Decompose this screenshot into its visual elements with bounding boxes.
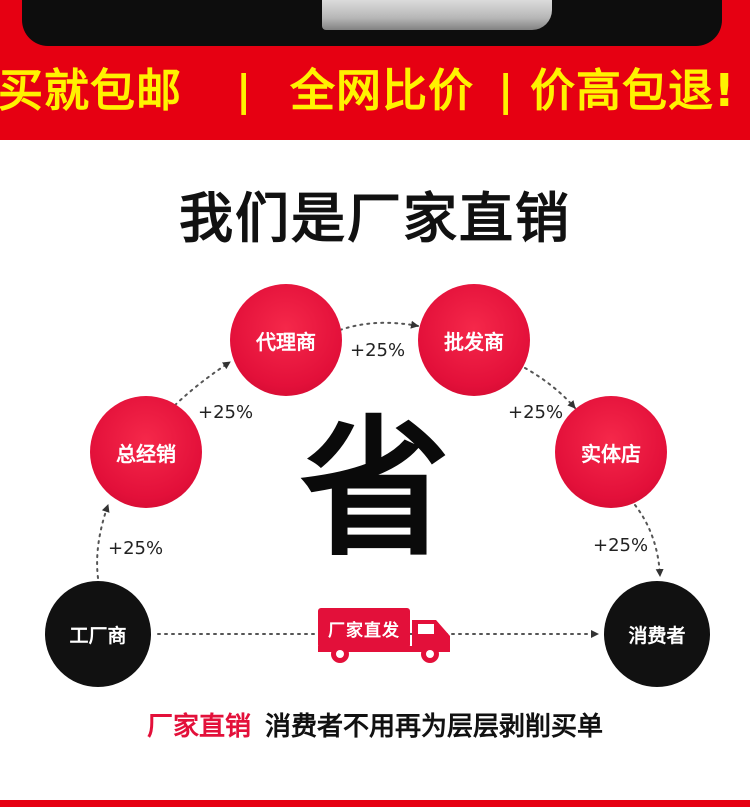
page-title: 我们是厂家直销 (179, 187, 571, 250)
slogan-refund: 价高包退! (530, 64, 736, 117)
markup-label: +25% (508, 402, 564, 423)
arrow-factory-to-distributor (96, 504, 110, 579)
markup-label: +25% (350, 340, 406, 361)
slogan-price-compare: 全网比价 (290, 64, 475, 117)
node-distributor: 总经销 (90, 396, 202, 508)
node-agent: 代理商 (230, 284, 342, 396)
bottom-divider (0, 800, 750, 807)
save-character: 省 (299, 403, 450, 577)
arrow-agent-to-wholesaler (339, 320, 419, 331)
slogan-separator: | (498, 66, 515, 115)
slogan-separator: | (236, 66, 253, 115)
markup-label: +25% (108, 538, 164, 559)
node-consumer: 消费者 (604, 581, 710, 687)
markup-label: +25% (593, 535, 649, 556)
product-photo-strip (22, 0, 722, 46)
plastic-bag-image (322, 0, 552, 30)
node-factory: 工厂商 (45, 581, 151, 687)
truck-label: 厂家直发 (328, 620, 400, 641)
truck-icon (318, 608, 450, 663)
slogan-free-shipping: 买就包邮 (0, 64, 183, 117)
node-store: 实体店 (555, 396, 667, 508)
footer-tagline: 厂家直销消费者不用再为层层剥削买单 (0, 706, 750, 743)
markup-label: +25% (198, 402, 254, 423)
node-wholesaler: 批发商 (418, 284, 530, 396)
arrow-store-to-consumer (634, 504, 664, 577)
footer-accent: 厂家直销 (146, 712, 251, 742)
arrow-wholesaler-to-store (524, 367, 576, 409)
top-banner (0, 0, 750, 140)
slogan-bar: 买就包邮 | 全网比价 | 价高包退! (0, 56, 750, 126)
footer-text: 消费者不用再为层层剥削买单 (265, 712, 604, 742)
